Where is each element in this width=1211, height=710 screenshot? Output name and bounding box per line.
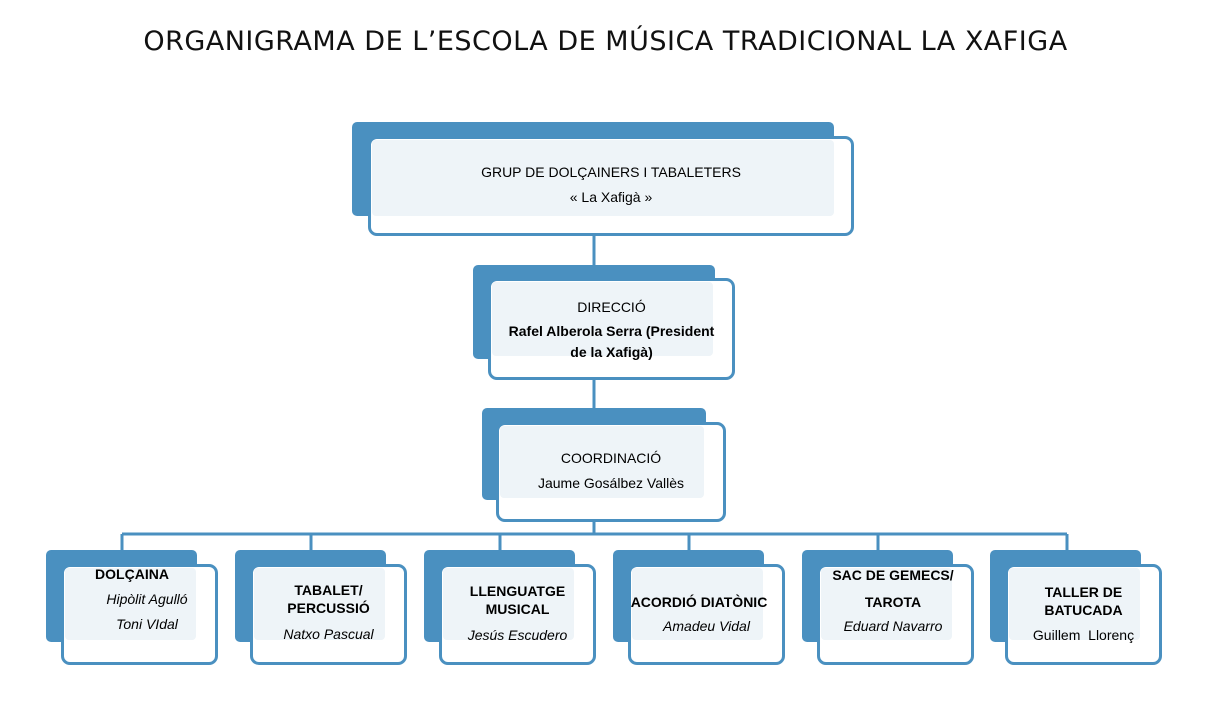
- node-title: SAC DE GEMECS/: [832, 567, 954, 583]
- node-dolcaina: DOLÇAINA Hipòlit Agulló Toni VIdal: [46, 550, 218, 665]
- node-title: DOLÇAINA: [95, 566, 169, 582]
- node-inner: [821, 568, 952, 640]
- node-role: DIRECCIÓ: [577, 299, 646, 315]
- node-person-cont: de la Xafigà): [570, 344, 653, 360]
- node-tabalet-percussio: TABALET/ PERCUSSIÓ Natxo Pascual: [235, 550, 407, 665]
- node-grup-dolcainers: GRUP DE DOLÇAINERS I TABALETERS « La Xaf…: [352, 122, 854, 236]
- node-subtitle: « La Xafigà »: [569, 189, 653, 205]
- node-person: Natxo Pascual: [283, 626, 374, 642]
- node-inner: [492, 282, 713, 356]
- node-person: Hipòlit Agulló: [106, 591, 188, 607]
- node-inner: [372, 140, 834, 216]
- node-text: ACORDIÓ DIATÒNIC Amadeu Vidal: [613, 592, 785, 637]
- node-person: Rafel Alberola Serra (President: [508, 323, 715, 339]
- node-title: ACORDIÓ DIATÒNIC: [630, 594, 768, 610]
- node-person-2: Toni VIdal: [116, 616, 178, 632]
- node-role: COORDINACIÓ: [560, 450, 662, 466]
- node-inner: [65, 568, 196, 640]
- node-title: TABALET/: [294, 582, 363, 598]
- node-title-cont: MUSICAL: [485, 601, 550, 617]
- node-person: Jesús Escudero: [467, 627, 568, 643]
- node-title-cont: TAROTA: [864, 594, 922, 610]
- node-inner: [1009, 568, 1140, 640]
- node-title-cont: BATUCADA: [1044, 602, 1123, 618]
- node-text: TALLER DE BATUCADA Guillem Llorenç: [1005, 582, 1162, 646]
- page-title: ORGANIGRAMA DE L’ESCOLA DE MÚSICA TRADIC…: [143, 26, 1068, 57]
- node-person: Amadeu Vidal: [663, 618, 750, 634]
- node-text: SAC DE GEMECS/ TAROTA Eduard Navarro: [802, 565, 974, 637]
- node-text: DIRECCIÓ Rafel Alberola Serra (President…: [488, 297, 735, 363]
- node-person: Eduard Navarro: [843, 618, 943, 634]
- node-title: GRUP DE DOLÇAINERS I TABALETERS: [481, 164, 741, 180]
- node-person: Guillem Llorenç: [1032, 627, 1135, 643]
- node-inner: [254, 568, 385, 640]
- node-title: TALLER DE: [1044, 584, 1123, 600]
- node-person: Jaume Gosálbez Vallès: [537, 475, 685, 491]
- node-inner: [632, 568, 763, 640]
- node-text: LLENGUATGE MUSICAL Jesús Escudero: [439, 581, 596, 646]
- node-llenguatge-musical: LLENGUATGE MUSICAL Jesús Escudero: [424, 550, 596, 665]
- node-acordio-diatonic: ACORDIÓ DIATÒNIC Amadeu Vidal: [613, 550, 785, 665]
- node-text: GRUP DE DOLÇAINERS I TABALETERS « La Xaf…: [368, 162, 854, 208]
- node-title-cont: PERCUSSIÓ: [287, 600, 370, 616]
- node-inner: [500, 426, 704, 498]
- node-text: COORDINACIÓ Jaume Gosálbez Vallès: [496, 448, 726, 494]
- node-inner: [443, 568, 574, 640]
- node-text: DOLÇAINA Hipòlit Agulló Toni VIdal: [46, 564, 218, 635]
- node-title: LLENGUATGE: [469, 583, 566, 599]
- node-coordinacio: COORDINACIÓ Jaume Gosálbez Vallès: [482, 408, 726, 522]
- node-direccio: DIRECCIÓ Rafel Alberola Serra (President…: [473, 265, 735, 380]
- node-text: TABALET/ PERCUSSIÓ Natxo Pascual: [250, 580, 407, 645]
- node-sac-de-gemecs-tarota: SAC DE GEMECS/ TAROTA Eduard Navarro: [802, 550, 974, 665]
- node-taller-de-batucada: TALLER DE BATUCADA Guillem Llorenç: [990, 550, 1162, 665]
